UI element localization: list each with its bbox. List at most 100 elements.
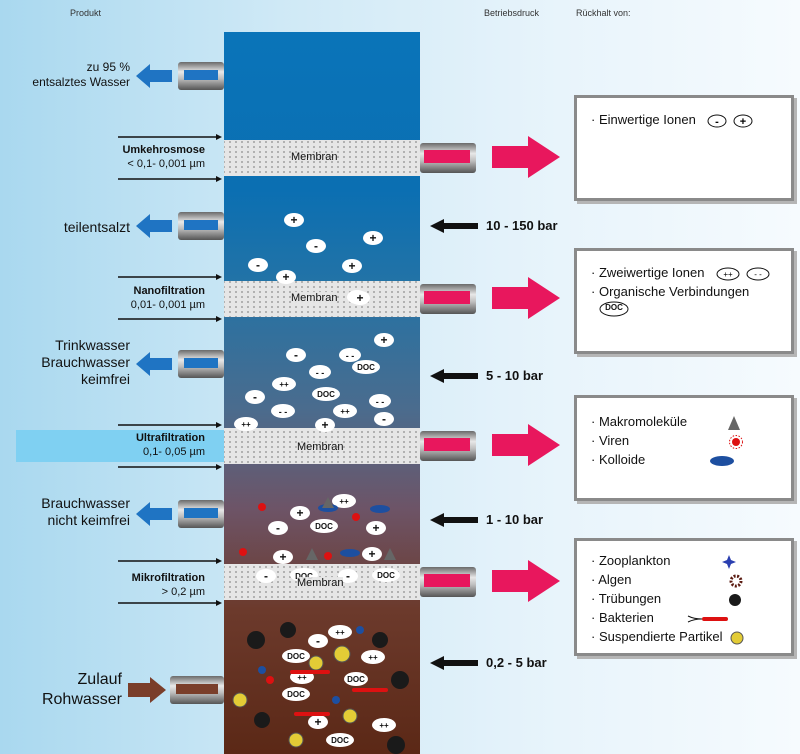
svg-text:DOC: DOC [347, 675, 365, 684]
membrane-label-nf: Membran [291, 292, 338, 304]
product-label-4: Brauchwasser nicht keimfrei [20, 495, 130, 529]
retention-item: · Organische Verbindungen [591, 284, 750, 299]
product-1-line2: entsalztes Wasser [32, 75, 130, 89]
svg-text:DOC: DOC [377, 571, 395, 580]
product-3-line2: Brauchwasser [41, 354, 130, 370]
process-uf: Ultrafiltration 0,1- 0,05 µm [90, 431, 205, 459]
retention-item-label: Einwertige Ionen [598, 112, 696, 127]
retention-box-mf: · Zooplankton · Algen · Trübungen · Bakt… [574, 538, 794, 656]
suspended-particle-icon [730, 631, 744, 645]
svg-text:-: - [316, 634, 320, 648]
membrane-label-uf: Membran [297, 441, 344, 453]
colloid-icon [709, 455, 734, 466]
svg-text:-: - [314, 239, 318, 253]
pressure-mf: 0,2 - 5 bar [486, 655, 547, 670]
svg-text:- -: - - [376, 397, 385, 407]
svg-text:++: ++ [368, 653, 378, 662]
svg-text:DOC: DOC [287, 652, 305, 661]
retention-box-ro: · Einwertige Ionen - + [574, 95, 794, 201]
svg-text:-: - [716, 116, 720, 128]
svg-text:-: - [294, 348, 298, 362]
svg-text:+: + [279, 550, 286, 564]
retention-item: · Makromoleküle [591, 412, 791, 431]
svg-text:DOC: DOC [315, 522, 333, 531]
product-1-line1: zu 95 % [86, 60, 130, 74]
product-pipes [170, 62, 224, 704]
svg-text:-: - [253, 390, 257, 404]
svg-text:DOC: DOC [357, 363, 375, 372]
svg-text:+: + [290, 213, 297, 227]
svg-text:++: ++ [379, 721, 389, 730]
svg-text:++: ++ [279, 380, 289, 389]
inlet-line1: Zulauf [77, 671, 122, 688]
retention-item-label: Kolloide [598, 452, 646, 467]
retention-item-label: Organische Verbindungen [598, 284, 750, 299]
svg-text:++: ++ [335, 628, 345, 637]
process-uf-name: Ultrafiltration [135, 432, 205, 444]
svg-text:+: + [372, 521, 379, 535]
svg-text:DOC: DOC [295, 572, 313, 581]
process-arrows [118, 134, 222, 606]
product-label-1: zu 95 % entsalztes Wasser [20, 60, 130, 90]
bacteria-icon [687, 615, 728, 623]
product-label-3: Trinkwasser Brauchwasser keimfrei [20, 337, 130, 388]
svg-text:- -: - - [316, 368, 325, 378]
process-nf-name: Nanofiltration [133, 285, 206, 297]
ultrafiltration-highlight [16, 430, 224, 462]
header-retention: Rückhalt von: [576, 8, 631, 18]
svg-text:+: + [282, 270, 289, 284]
retention-box-uf: · Makromoleküle · Viren · Kolloide [574, 395, 794, 501]
inlet-line2: Rohwasser [41, 691, 122, 708]
process-nf-range: 0,01- 0,001 µm [130, 299, 205, 311]
svg-text:++: ++ [297, 673, 307, 682]
retention-item-label: Zooplankton [598, 553, 671, 568]
red-arrows [492, 136, 560, 602]
membrane-ro [224, 140, 420, 176]
svg-text:++: ++ [241, 420, 251, 429]
process-nf: Nanofiltration 0,01- 0,001 µm [90, 284, 205, 312]
product-label-5: Zulauf Rohwasser [10, 670, 122, 710]
retention-item: · Zweiwertige Ionen ++ - - [591, 263, 791, 282]
turbidity-icon [728, 593, 741, 606]
svg-text:-: - [276, 521, 280, 535]
retention-item: · Zooplankton [591, 551, 791, 570]
pressure-ro: 10 - 150 bar [486, 218, 558, 233]
process-ro: Umkehrosmose < 0,1- 0,001 µm [90, 143, 205, 171]
inlet-arrow [128, 677, 166, 703]
pressure-nf: 5 - 10 bar [486, 368, 544, 383]
product-3-line3: keimfrei [80, 371, 130, 387]
svg-text:+: + [369, 231, 376, 245]
svg-text:++: ++ [723, 270, 733, 279]
retention-item: · Trübungen [591, 589, 791, 608]
retention-item-label: Trübungen [598, 591, 662, 606]
svg-text:++: ++ [340, 407, 350, 416]
svg-text:-: - [256, 258, 260, 272]
process-mf-range: > 0,2 µm [161, 586, 205, 598]
header-product: Produkt [70, 8, 102, 18]
svg-text:DOC: DOC [317, 390, 335, 399]
algae-icon [729, 574, 743, 588]
blue-product-arrows [136, 64, 172, 526]
svg-text:DOC: DOC [331, 736, 349, 745]
process-mf: Mikrofiltration > 0,2 µm [90, 571, 205, 599]
svg-text:- -: - - [279, 407, 288, 417]
retention-item: · Suspendierte Partikel [591, 627, 791, 646]
product-3-line1: Trinkwasser [55, 337, 130, 353]
retention-item-label: Makromoleküle [598, 414, 688, 429]
doc-label: DOC [605, 303, 623, 312]
retention-item: · Algen [591, 570, 791, 589]
ion-particles: +-+ -++ + +-- - - -DOC ++DOC -- - - -++ … [234, 213, 400, 747]
product-4-line1: Brauchwasser [41, 495, 130, 511]
process-ro-range: < 0,1- 0,001 µm [127, 158, 205, 170]
svg-text:- -: - - [754, 270, 762, 279]
svg-text:DOC: DOC [287, 690, 305, 699]
svg-text:+: + [296, 506, 303, 520]
product-label-2: teilentsalzt [63, 219, 130, 235]
retention-item: · Kolloide [591, 450, 791, 469]
svg-text:+: + [348, 259, 355, 273]
virus-icon [728, 434, 743, 449]
pressure-uf: 1 - 10 bar [486, 512, 544, 527]
svg-text:- -: - - [346, 351, 355, 361]
retention-item: · Einwertige Ionen - + [591, 110, 791, 129]
membrane-label-mf: Membran [297, 577, 344, 589]
